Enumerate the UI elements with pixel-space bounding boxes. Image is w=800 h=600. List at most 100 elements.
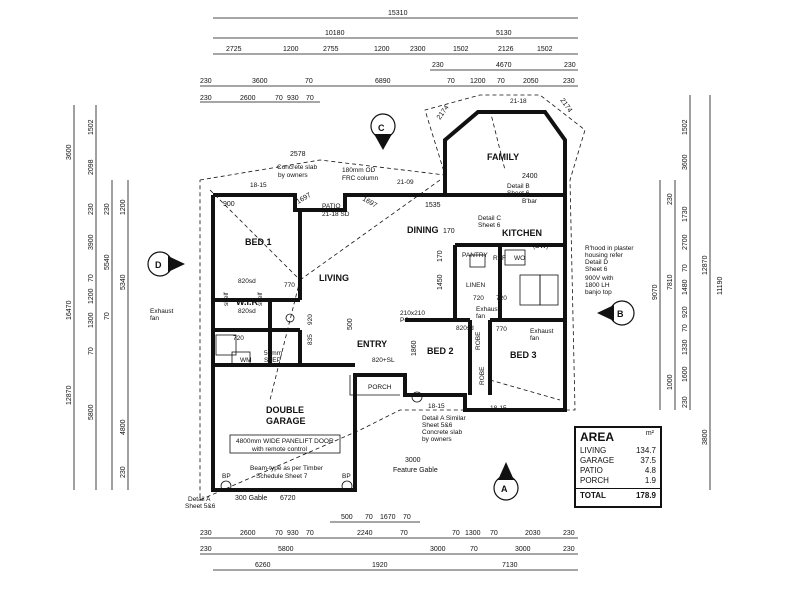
note-exhaust-mid-1: Exhaust xyxy=(476,306,500,313)
note-pc-2: PC xyxy=(400,317,409,324)
dim-top-r5-7: 70 xyxy=(497,78,505,85)
note-beam-1: Beam-type as per Timber xyxy=(250,465,324,472)
dim-bot-r2-7: 70 xyxy=(400,530,408,537)
dim-bot-r2-10: 70 xyxy=(490,530,498,537)
note-d2400: 2400 xyxy=(522,173,538,180)
dim-right-total-4: 11190 xyxy=(717,276,724,295)
dim-bot-r2-1: 230 xyxy=(200,530,212,537)
dim-bot-r2-9: 1300 xyxy=(465,530,481,537)
dim-right-13: 230 xyxy=(682,396,689,408)
note-door-820sl: 820+SL xyxy=(372,357,395,364)
dim-left-total-4: 5340 xyxy=(120,274,127,290)
dim-left-total-1: 16470 xyxy=(66,300,73,320)
note-detail-a-2: Sheet 5&6 xyxy=(422,422,453,429)
area-row-value: 134.7 xyxy=(635,446,656,455)
dim-bot-r3-5: 3000 xyxy=(515,546,531,553)
note-detail-a-left-1: Detail A xyxy=(188,496,211,503)
dim-bot-r2-3: 70 xyxy=(275,530,283,537)
room-wm: WM xyxy=(240,357,252,364)
area-total-row: TOTAL 178.9 xyxy=(576,488,660,501)
right-dimensions: 1502 3600 230 1730 2700 70 1480 920 70 1… xyxy=(652,95,724,490)
note-exhaust-mid-2: fan xyxy=(476,313,485,320)
dim-right-11: 1600 xyxy=(682,366,689,382)
note-column-1: 180mm OD xyxy=(342,167,376,174)
dim-right-10: 1330 xyxy=(682,339,689,355)
dim-left-1: 3600 xyxy=(66,144,73,160)
dim-bot-r1-1: 500 xyxy=(341,514,353,521)
label-robe-1: ROBE xyxy=(475,331,482,350)
area-total-label: TOTAL xyxy=(580,491,606,500)
room-bed2: BED 2 xyxy=(427,346,454,356)
dim-bot-r3-2: 5800 xyxy=(278,546,294,553)
area-row-label: GARAGE xyxy=(580,456,615,465)
dim-garage-width: 6720 xyxy=(280,495,296,502)
note-door-920: 920 xyxy=(307,314,314,325)
room-wir: W.I.R xyxy=(236,297,258,307)
room-garage: GARAGE xyxy=(266,416,306,426)
note-door-820-3: 820sd xyxy=(456,325,474,332)
area-row: PORCH 1.9 xyxy=(576,476,660,486)
dim-right-7: 1480 xyxy=(682,279,689,295)
note-d1697b: 1697 xyxy=(361,196,378,210)
dim-bot-r2-12: 230 xyxy=(563,530,575,537)
dim-right-8: 920 xyxy=(682,306,689,318)
dim-left-15: 230 xyxy=(120,466,127,478)
note-d170-2: 170 xyxy=(437,250,444,262)
dim-right-4: 1730 xyxy=(682,206,689,222)
area-row: PATIO 4.8 xyxy=(576,466,660,476)
dim-bot-r1-4: 70 xyxy=(403,514,411,521)
dim-left-total-2: 12870 xyxy=(66,385,73,405)
dim-top-r5-1: 230 xyxy=(200,78,212,85)
dim-overall: 15310 xyxy=(388,10,408,17)
dim-left-2: 1502 xyxy=(88,119,95,135)
note-beam-2: Schedule Sheet 7 xyxy=(256,473,308,480)
dim-top-r3-8: 1502 xyxy=(537,46,553,53)
room-dining: DINING xyxy=(407,225,439,235)
note-rhood-6: 1800 LH xyxy=(585,282,610,289)
dim-bot-r4-3: 7130 xyxy=(502,562,518,569)
dim-top-r6-3: 70 xyxy=(275,95,283,102)
note-pitch-15-mid: 18-15 xyxy=(428,403,445,410)
dim-left-8: 70 xyxy=(88,274,95,282)
note-detail-c1: Detail C xyxy=(478,215,501,222)
dim-bot-r1-2: 70 xyxy=(365,514,373,521)
room-double: DOUBLE xyxy=(266,405,304,415)
area-row-value: 1.9 xyxy=(644,476,656,485)
label-wo: WO xyxy=(514,255,525,262)
dim-right-total-3: 12870 xyxy=(702,255,709,275)
note-garage-door-1: 4800mm WIDE PANELIFT DOOR xyxy=(236,438,334,445)
dim-top-r4-mid: 4670 xyxy=(496,62,512,69)
dim-left-10: 1300 xyxy=(88,312,95,328)
note-exhaust-right-1: Exhaust xyxy=(530,328,554,335)
dim-bot-r4-1: 6260 xyxy=(255,562,271,569)
note-d1535: 1535 xyxy=(425,202,441,209)
dim-top-r5-5: 70 xyxy=(447,78,455,85)
dim-bot-r3-1: 230 xyxy=(200,546,212,553)
note-detail-b2: Sheet 6 xyxy=(507,190,530,197)
dim-left-4: 230 xyxy=(88,203,95,215)
walls xyxy=(211,110,567,492)
note-pitch-09: 21-09 xyxy=(397,179,414,186)
dim-left-5: 1200 xyxy=(120,199,127,215)
dim-right-total: 5130 xyxy=(496,30,512,37)
room-labels: FAMILY BED 1 DINING KITCHEN LIVING W.I.R… xyxy=(236,152,548,426)
dim-bot-r2-8: 70 xyxy=(452,530,460,537)
note-by-owners-top: by owners xyxy=(278,172,308,179)
note-bbar: B'bar xyxy=(522,198,538,205)
dim-top-r4-left: 230 xyxy=(432,62,444,69)
area-row-value: 4.8 xyxy=(644,466,656,475)
room-living: LIVING xyxy=(319,273,349,283)
note-door-720-3: 720 xyxy=(496,295,507,302)
marker-c-label: C xyxy=(378,123,385,133)
note-pitch-18: 21-18 xyxy=(510,98,527,105)
feature-gable-label: Feature Gable xyxy=(393,467,438,474)
area-row-label: PATIO xyxy=(580,466,603,475)
note-pc-1: 210x210 xyxy=(400,310,425,317)
dim-left-9: 1200 xyxy=(88,288,95,304)
dim-top-r5-3: 70 xyxy=(305,78,313,85)
note-step-1: 50mm xyxy=(264,350,282,357)
note-detail-a-left-2: Sheet 5&6 xyxy=(185,503,216,510)
label-ref: REF xyxy=(493,255,506,262)
area-row: LIVING 134.7 xyxy=(576,446,660,456)
marker-d-label: D xyxy=(155,260,162,270)
